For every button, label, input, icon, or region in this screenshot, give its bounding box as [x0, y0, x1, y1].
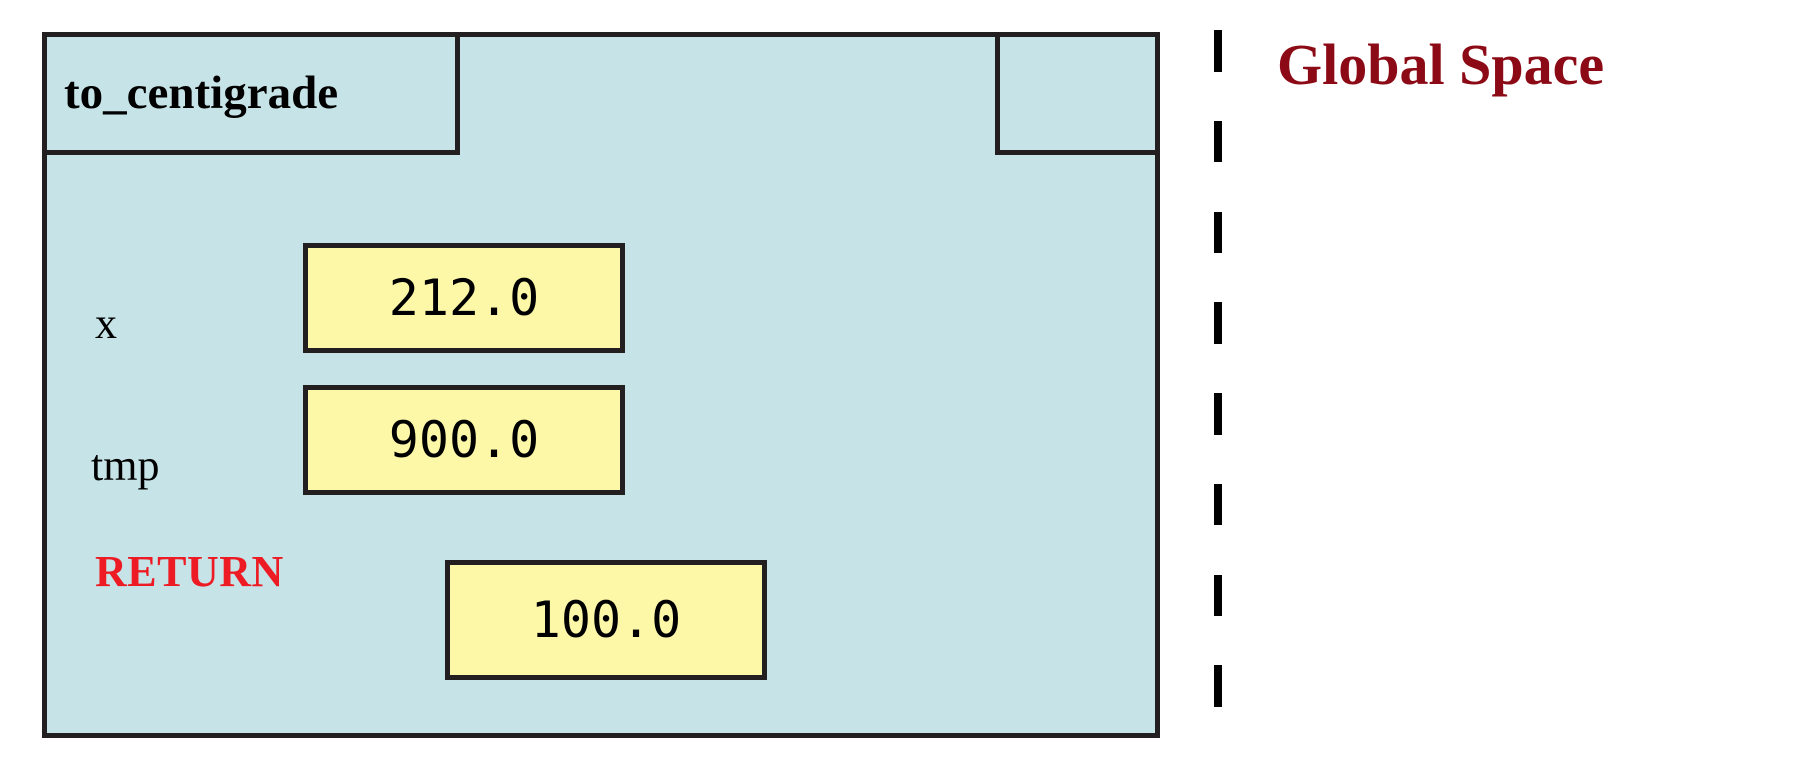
divider-dash: [1214, 120, 1222, 163]
divider-dash: [1214, 665, 1222, 707]
variable-value-tmp: 900.0: [388, 411, 540, 469]
function-name-label: to_centigrade: [64, 67, 339, 119]
value-box-tmp: 900.0: [303, 385, 625, 495]
value-box-return: 100.0: [445, 560, 767, 680]
divider-dash: [1214, 302, 1222, 344]
variable-value-x: 212.0: [388, 269, 540, 327]
divider-dash: [1214, 483, 1222, 526]
value-box-x: 212.0: [303, 243, 625, 353]
dashed-divider: [1214, 30, 1222, 756]
divider-dash: [1214, 211, 1222, 254]
call-frame: to_centigrade x 212.0 tmp 900.0 RETURN 1…: [42, 32, 1160, 738]
divider-dash: [1214, 393, 1222, 435]
global-space-heading: Global Space: [1277, 32, 1605, 97]
divider-dash: [1214, 30, 1222, 72]
variable-name-tmp: tmp: [91, 441, 160, 490]
return-value: 100.0: [530, 591, 682, 649]
function-name-cell: to_centigrade: [47, 37, 460, 155]
variable-name-x: x: [95, 299, 117, 348]
header-right-cell: [995, 37, 1155, 155]
return-label: RETURN: [95, 547, 284, 596]
divider-dash: [1214, 574, 1222, 617]
call-frame-header: to_centigrade: [47, 37, 1155, 155]
